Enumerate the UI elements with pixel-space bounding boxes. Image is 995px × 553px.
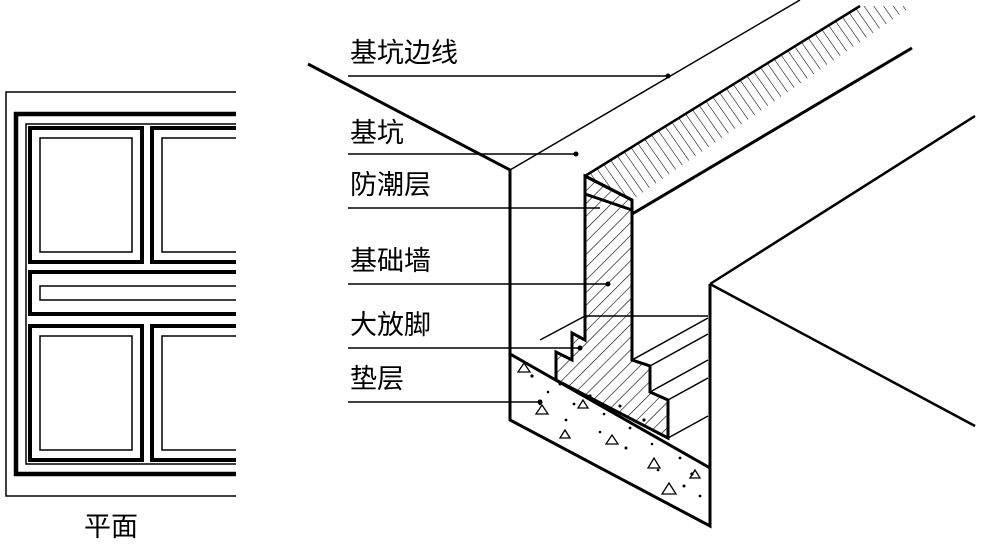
label-foundation-wall: 基础墙 [350, 246, 431, 277]
plan-frame [5, 91, 236, 497]
damp-course-line [584, 192, 633, 212]
label-cushion: 垫层 [350, 364, 404, 395]
plan-outer-wall [13, 111, 236, 477]
label-footing-step: 大放脚 [350, 310, 431, 341]
plan-view [5, 91, 236, 497]
label-pit: 基坑 [350, 118, 404, 149]
plan-room-top-right [150, 126, 236, 264]
plan-room-bottom-left [28, 324, 144, 462]
label-pit-edge: 基坑边线 [350, 38, 458, 69]
plan-corridor [28, 270, 236, 316]
leader-lines [348, 75, 668, 403]
pit-edge-line [307, 62, 511, 172]
plan-room-top-left [28, 126, 144, 264]
section-view [307, 0, 976, 529]
label-damp-course: 防潮层 [350, 170, 431, 201]
plan-room-bottom-right [150, 324, 236, 462]
footing-step-receding [539, 315, 709, 439]
wall-top-surface [585, 6, 912, 200]
plan-caption: 平面 [84, 512, 138, 543]
